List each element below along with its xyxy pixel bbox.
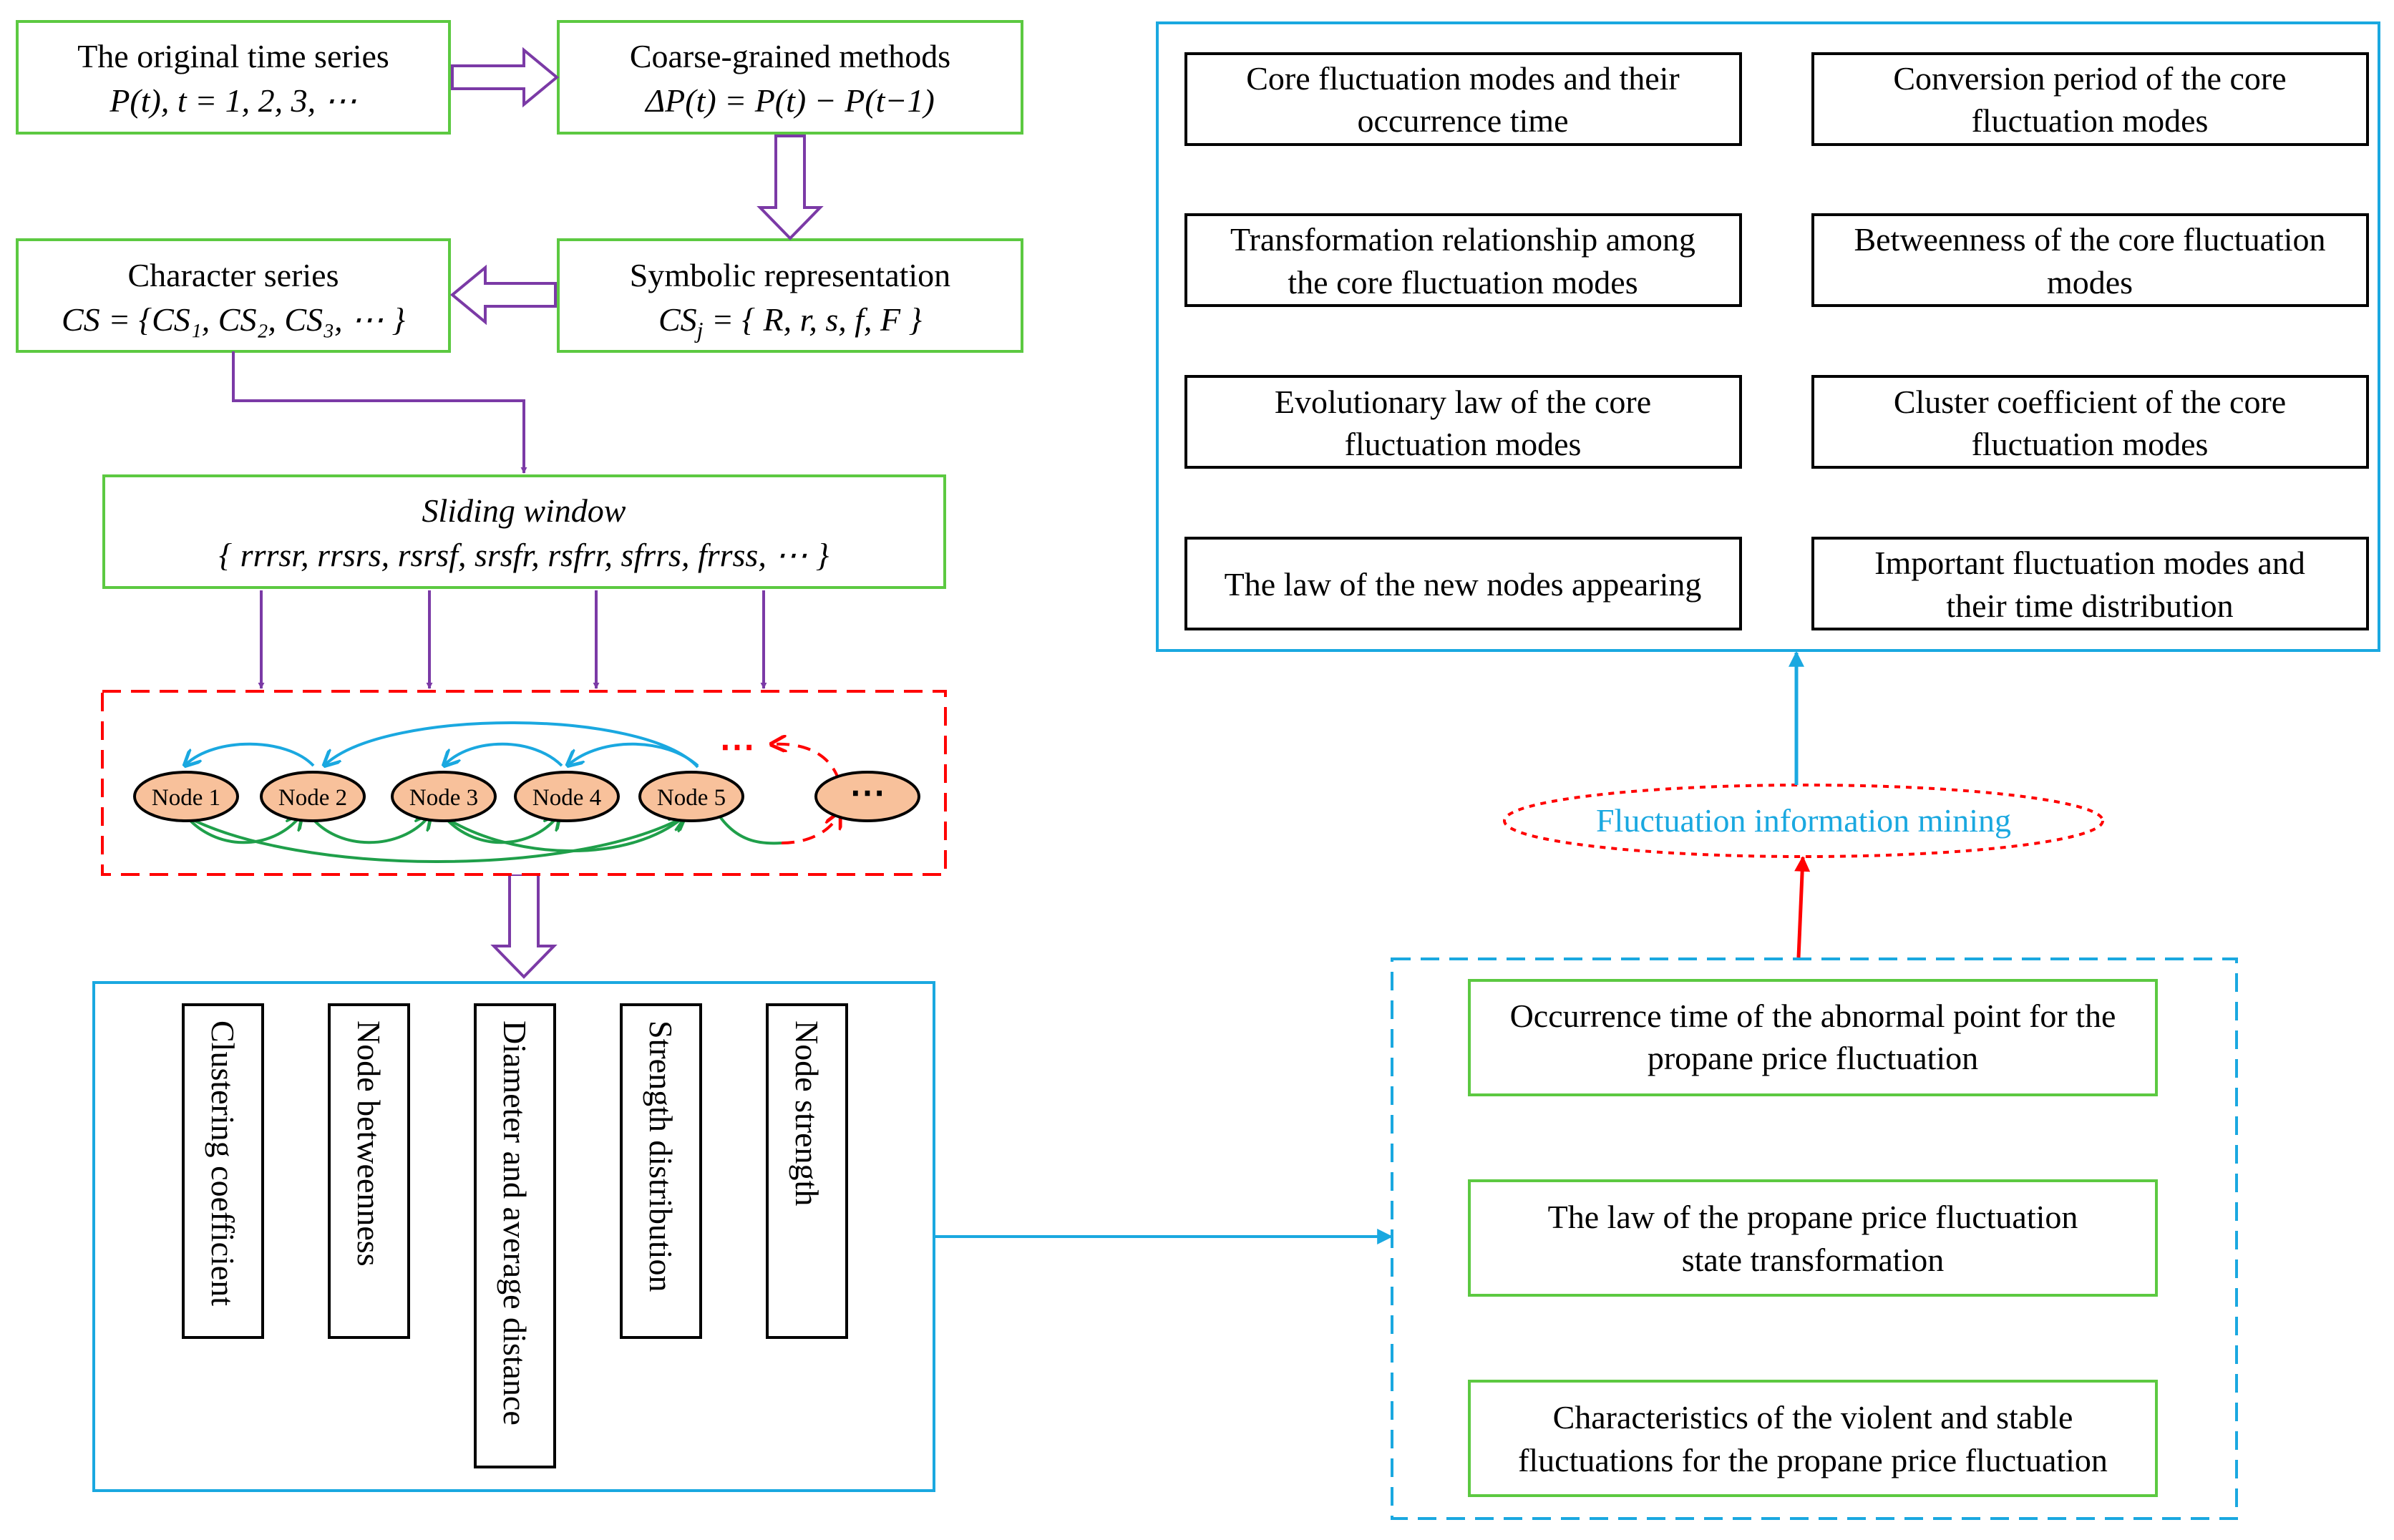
coarse-formula: ΔP(t) = P(t) − P(t−1): [644, 82, 935, 119]
result-4-line1: Evolutionary law of the core: [1275, 384, 1651, 420]
result-2-line2: the core fluctuation modes: [1288, 264, 1638, 301]
network-red-edges: [773, 744, 839, 844]
character-formula: CS = {CS₁, CS₂, CS₃, ⋯ }: [62, 301, 405, 338]
node-2: Node 2: [260, 771, 366, 822]
result-0-line2: occurrence time: [1358, 102, 1569, 139]
metric-betweenness-label: Node betweenness: [351, 1020, 387, 1267]
analysis-abnormal-point: Occurrence time of the abnormal point fo…: [1468, 979, 2158, 1096]
result-4-line2: fluctuation modes: [1345, 426, 1582, 462]
fluctuation-mining-ellipse: Fluctuation information mining: [1503, 784, 2104, 858]
analysis-violent-stable: Characteristics of the violent and stabl…: [1468, 1380, 2158, 1497]
analysis-state-transformation: The law of the propane price fluctuation…: [1468, 1179, 2158, 1297]
original-formula: P(t), t = 1, 2, 3, ⋯: [109, 82, 356, 119]
node-1: Node 1: [133, 771, 239, 822]
result-betweenness: Betweenness of the core fluctuation mode…: [1811, 213, 2369, 307]
metric-diameter-average-distance: Diameter and average distance: [474, 1003, 556, 1468]
symbolic-representation-box: Symbolic representation CSj = { R, r, s,…: [557, 238, 1023, 353]
metric-node-betweenness: Node betweenness: [328, 1003, 410, 1339]
analysis-1-line1: The law of the propane price fluctuation: [1548, 1199, 2078, 1235]
connector-analysis-to-mining: [1794, 855, 1811, 958]
result-2-line1: Transformation relationship among: [1230, 221, 1695, 258]
result-evolutionary-law: Evolutionary law of the core fluctuation…: [1184, 375, 1742, 469]
node-5-label: Node 5: [657, 785, 726, 811]
metric-diameter-label: Diameter and average distance: [497, 1020, 533, 1426]
network-green-edges: [183, 814, 782, 863]
character-title: Character series: [127, 257, 339, 293]
original-time-series-box: The original time series P(t), t = 1, 2,…: [16, 20, 451, 135]
sliding-sequence: { rrrsr, rrsrs, rsrsf, srsfr, rsfrr, sfr…: [219, 537, 829, 573]
result-5-line1: Cluster coefficient of the core: [1894, 384, 2286, 420]
result-important-modes: Important fluctuation modes and their ti…: [1811, 537, 2369, 630]
metric-clustering-label: Clustering coefficient: [205, 1020, 241, 1306]
result-7-line1: Important fluctuation modes and: [1874, 545, 2305, 581]
symbolic-title: Symbolic representation: [630, 257, 950, 293]
result-5-line2: fluctuation modes: [1972, 426, 2209, 462]
original-title: The original time series: [77, 38, 389, 74]
analysis-0-line2: propane price fluctuation: [1648, 1040, 1978, 1076]
character-series-box: Character series CS = {CS₁, CS₂, CS₃, ⋯ …: [16, 238, 451, 353]
hollow-arrow-left: [449, 264, 557, 326]
metric-node-strength-label: Node strength: [789, 1020, 825, 1206]
node-3: Node 3: [391, 771, 497, 822]
node-more: ⋯: [814, 771, 920, 822]
hollow-arrow-down-2: [490, 873, 558, 979]
result-core-modes-time: Core fluctuation modes and their occurre…: [1184, 52, 1742, 146]
sliding-window-box: Sliding window { rrrsr, rrsrs, rsrsf, sr…: [102, 474, 946, 589]
analysis-2-line1: Characteristics of the violent and stabl…: [1553, 1399, 2073, 1436]
sliding-title: Sliding window: [422, 492, 626, 529]
node-2-label: Node 2: [278, 785, 347, 811]
metric-strength-distribution: Strength distribution: [620, 1003, 702, 1339]
result-1-line2: fluctuation modes: [1972, 102, 2209, 139]
hollow-arrow-right: [451, 47, 560, 108]
node-4: Node 4: [514, 771, 620, 822]
result-conversion-period: Conversion period of the core fluctuatio…: [1811, 52, 2369, 146]
node-more-label: ⋯: [850, 772, 885, 812]
metric-strength-distribution-label: Strength distribution: [643, 1020, 679, 1292]
result-transformation-relationship: Transformation relationship among the co…: [1184, 213, 1742, 307]
result-3-line1: Betweenness of the core fluctuation: [1854, 221, 2325, 258]
node-3-label: Node 3: [409, 785, 478, 811]
result-6-line1: The law of the new nodes appearing: [1225, 566, 1702, 603]
connector-character-to-sliding: [232, 351, 527, 474]
metric-node-strength: Node strength: [766, 1003, 848, 1339]
analysis-1-line2: state transformation: [1682, 1242, 1945, 1278]
metric-clustering-coefficient: Clustering coefficient: [182, 1003, 264, 1339]
analysis-0-line1: Occurrence time of the abnormal point fo…: [1510, 998, 2116, 1034]
node-4-label: Node 4: [532, 785, 601, 811]
coarse-title: Coarse-grained methods: [630, 38, 950, 74]
result-7-line2: their time distribution: [1946, 588, 2233, 624]
result-cluster-coefficient: Cluster coefficient of the core fluctuat…: [1811, 375, 2369, 469]
result-new-nodes: The law of the new nodes appearing: [1184, 537, 1742, 630]
result-0-line1: Core fluctuation modes and their: [1246, 60, 1680, 97]
node-5: Node 5: [638, 771, 744, 822]
hollow-arrow-down-1: [756, 135, 824, 240]
coarse-grained-box: Coarse-grained methods ΔP(t) = P(t) − P(…: [557, 20, 1023, 135]
network-blue-edges: [186, 721, 699, 767]
mining-label: Fluctuation information mining: [1596, 802, 2011, 839]
result-3-line2: modes: [2047, 264, 2133, 301]
result-1-line1: Conversion period of the core: [1893, 60, 2286, 97]
analysis-2-line2: fluctuations for the propane price fluct…: [1518, 1442, 2108, 1478]
network-dots: ⋯: [719, 726, 755, 766]
node-1-label: Node 1: [152, 785, 220, 811]
symbolic-formula: CSj = { R, r, s, f, F }: [658, 301, 922, 343]
